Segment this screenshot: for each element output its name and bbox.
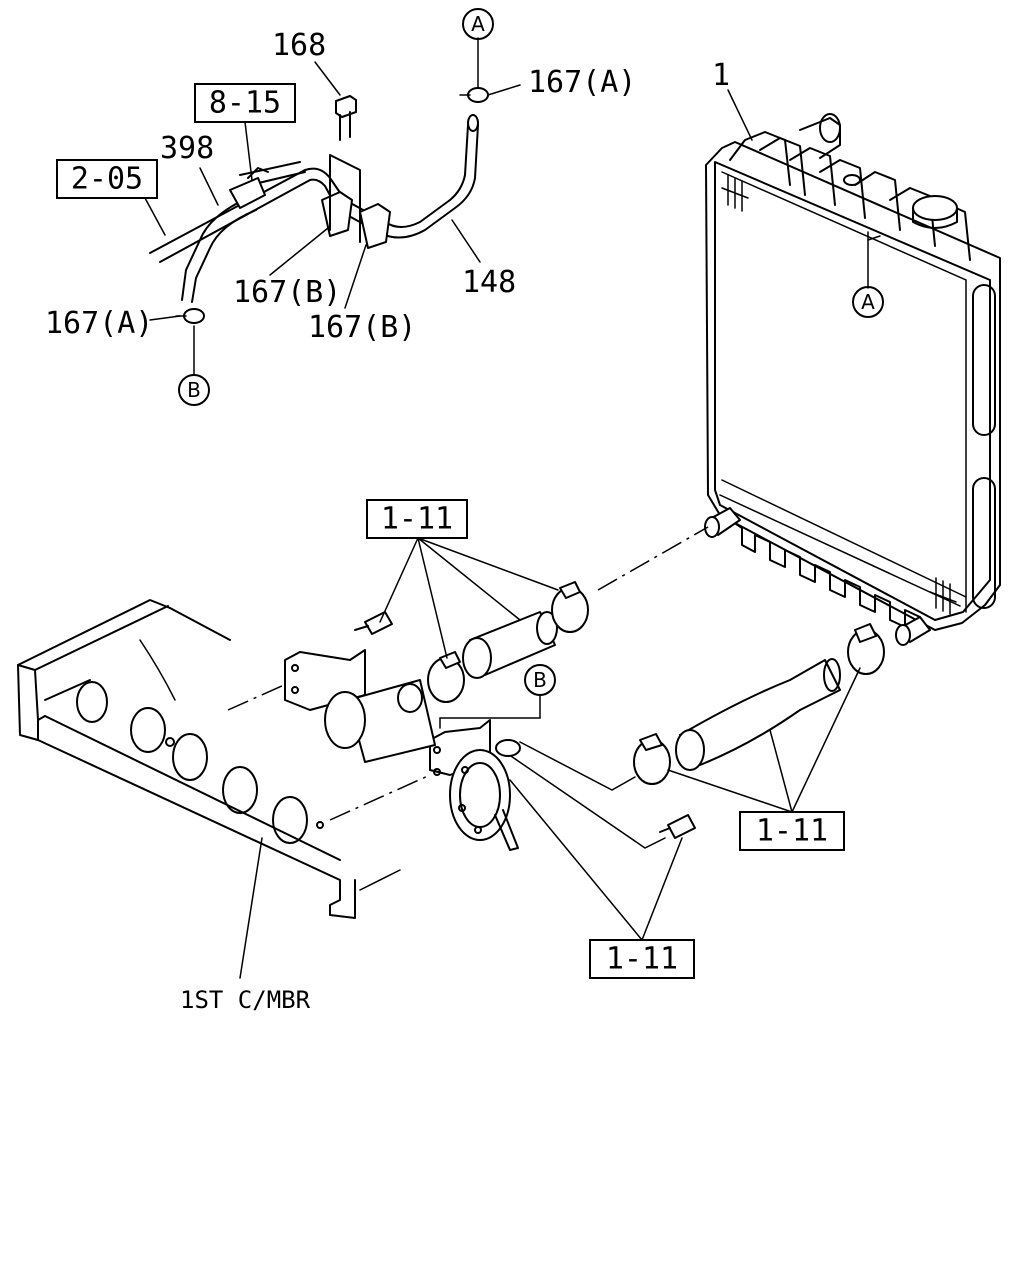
ref-box-2-05-text: 2-05 [71, 162, 143, 197]
label-167a-top: 167(A) [528, 65, 636, 100]
first-crossmember [17, 599, 401, 919]
leader-168 [314, 61, 341, 96]
label-168: 168 [272, 28, 326, 63]
leader-b-middle [439, 694, 541, 729]
ref-box-1-11-right [739, 811, 845, 851]
ref-circle-a-top [462, 8, 494, 40]
ref-letter-a-radiator: A [861, 290, 875, 314]
ref-letter-b-middle: B [533, 668, 547, 692]
ref-letter-b-left: B [187, 378, 201, 402]
label-167b-right: 167(B) [308, 310, 416, 345]
ref-box-1-11-top-text: 1-11 [381, 502, 453, 537]
ref-box-1-11-bottom [589, 939, 695, 979]
leader-167a-top [487, 84, 521, 96]
leader-part-1 [727, 89, 753, 141]
label-1st-cmbr: 1ST C/MBR [180, 986, 311, 1014]
label-167b-left: 167(B) [233, 275, 341, 310]
leader-1st-cmbr [239, 837, 263, 979]
bypass-hose-148 [149, 87, 489, 324]
ref-circle-a-radiator [852, 286, 884, 318]
lower-hose-assembly [227, 526, 885, 851]
label-148: 148 [462, 265, 516, 300]
ref-box-1-11-bottom-text: 1-11 [606, 942, 678, 977]
ref-letter-a-top: A [471, 12, 485, 36]
ref-box-1-11-right-text: 1-11 [756, 814, 828, 849]
label-398: 398 [160, 131, 214, 166]
ref-circle-b-left [178, 374, 210, 406]
ref-circle-b-middle [524, 664, 556, 696]
label-167a-left: 167(A) [45, 306, 153, 341]
ref-box-1-11-top [366, 499, 468, 539]
ref-box-2-05 [56, 159, 158, 199]
label-part-1: 1 [712, 58, 730, 93]
ref-box-8-15-text: 8-15 [209, 86, 281, 121]
radiator [704, 113, 1001, 646]
